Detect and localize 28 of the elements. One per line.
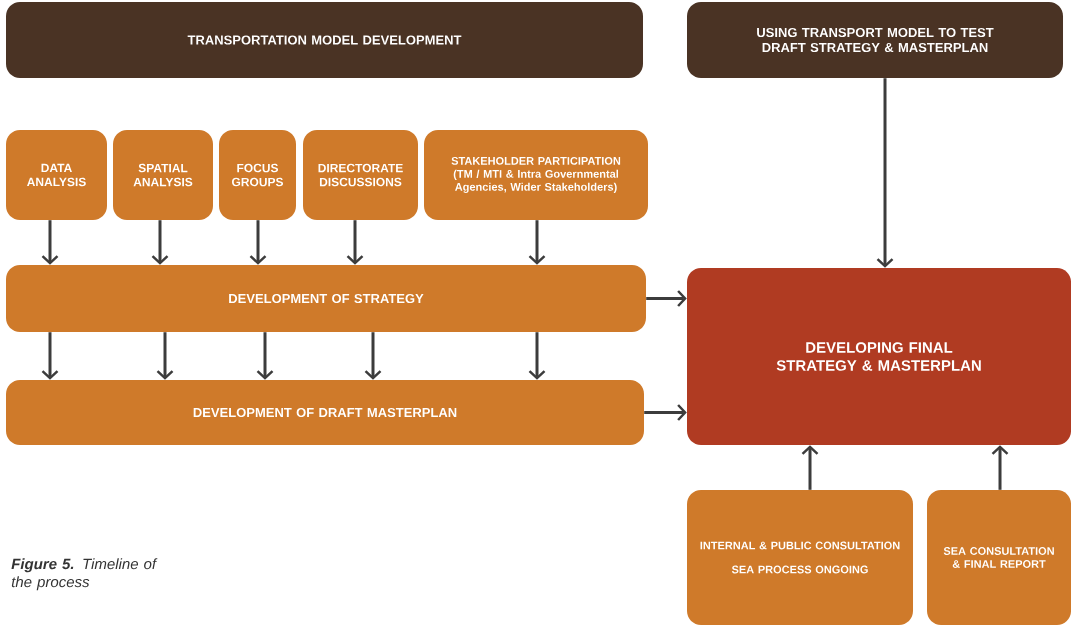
- input-box: STAKEHOLDER PARTICIPATION (TM / MTI & Intra Governmental Agencies, Wider Stakeholders): [424, 130, 648, 220]
- arrow: [644, 404, 687, 421]
- arrow: [528, 220, 546, 265]
- input-box: DATA ANALYSIS: [6, 130, 107, 220]
- arrow: [528, 332, 546, 380]
- arrow: [801, 445, 819, 490]
- consultation-box: SEA CONSULTATION & FINAL REPORT: [927, 490, 1071, 625]
- arrow: [41, 220, 59, 265]
- header-bar: USING TRANSPORT MODEL TO TEST DRAFT STRATEGY & MASTERPLAN: [687, 2, 1063, 78]
- arrow: [151, 220, 169, 265]
- result-box: DEVELOPING FINAL STRATEGY & MASTERPLAN: [687, 268, 1071, 445]
- stage-bar: DEVELOPMENT OF DRAFT MASTERPLAN: [6, 380, 644, 445]
- consultation-box: INTERNAL & PUBLIC CONSULTATION SEA PROCESS ONGOING: [687, 490, 913, 625]
- arrow: [41, 332, 59, 380]
- figure-caption: Figure 5. Timeline of the process: [11, 558, 158, 591]
- arrow: [256, 332, 274, 380]
- input-box: FOCUS GROUPS: [219, 130, 296, 220]
- input-box: DIRECTORATE DISCUSSIONS: [303, 130, 418, 220]
- arrow: [364, 332, 382, 380]
- arrow: [646, 290, 687, 307]
- arrow: [991, 445, 1009, 490]
- stage-bar: DEVELOPMENT OF STRATEGY: [6, 265, 646, 332]
- header-bar: TRANSPORTATION MODEL DEVELOPMENT: [6, 2, 643, 78]
- arrow: [156, 332, 174, 380]
- input-box: SPATIAL ANALYSIS: [113, 130, 213, 220]
- arrow: [876, 78, 894, 268]
- arrow: [249, 220, 267, 265]
- arrow: [346, 220, 364, 265]
